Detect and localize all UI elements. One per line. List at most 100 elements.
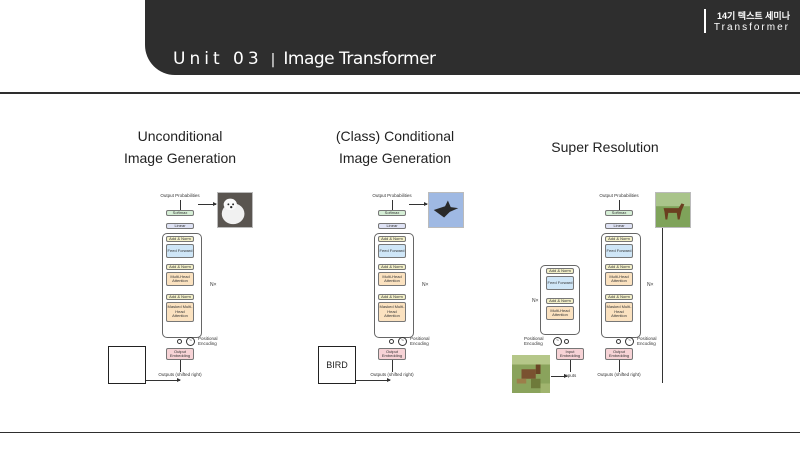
top-divider (0, 92, 800, 94)
header-band (145, 0, 800, 75)
positional-encoding-icon: ~ (553, 337, 562, 346)
output-probabilities-label: Output Probabilities (372, 193, 412, 198)
softmax-block: Softmax (605, 210, 633, 216)
add-norm-block: Add & Norm (166, 264, 194, 270)
add-circle-icon (616, 339, 621, 344)
nx-label: N× (422, 282, 429, 288)
positional-encoding-label: Positional Encoding (524, 336, 544, 346)
col3-decoder-diagram: Output Probabilities Softmax Linear Add … (595, 190, 675, 390)
add-norm-block: Add & Norm (378, 294, 406, 300)
softmax-block: Softmax (166, 210, 194, 216)
linear-block: Linear (166, 223, 194, 229)
add-norm-block: Add & Norm (166, 294, 194, 300)
col1-title-line1: Unconditional (137, 128, 223, 144)
class-label-text: BIRD (326, 360, 348, 370)
multi-head-attention-block: Multi-Head Attention (378, 272, 406, 286)
add-norm-block: Add & Norm (378, 264, 406, 270)
horse-image (655, 192, 691, 228)
col3-title: Super Resolution (535, 136, 675, 158)
add-norm-block: Add & Norm (166, 236, 194, 242)
title-separator: | (270, 52, 276, 68)
connector-line (392, 360, 393, 372)
add-circle-icon (564, 339, 569, 344)
input-embedding-block: Input Embedding (556, 348, 584, 360)
col2-title-line1: (Class) Conditional (335, 128, 455, 144)
outputs-label: Outputs (shifted right) (158, 372, 202, 377)
positional-encoding-label: Positional Encoding (410, 336, 430, 346)
page-title: Unit 03 | Image Transformer (173, 49, 436, 69)
col3-title-line1: Super Resolution (551, 139, 659, 155)
positional-encoding-icon: ~ (625, 337, 634, 346)
multi-head-attention-block: Multi-Head Attention (166, 272, 194, 286)
col3-encoder-diagram: Add & Norm Feed Forward Add & Norm Multi… (524, 250, 600, 390)
connector-line (619, 360, 620, 372)
input-arrow (356, 378, 391, 382)
linear-block: Linear (605, 223, 633, 229)
feed-forward-block: Feed Forward (605, 244, 633, 258)
positional-encoding-icon: ~ (398, 337, 407, 346)
decoder-stack (374, 233, 414, 338)
output-probabilities-label: Output Probabilities (599, 193, 639, 198)
horse-output-line (662, 228, 663, 383)
positional-encoding-label: Positional Encoding (198, 336, 218, 346)
outputs-label: Outputs (shifted right) (597, 372, 641, 377)
linear-block: Linear (378, 223, 406, 229)
add-norm-block: Add & Norm (605, 264, 633, 270)
nx-label: N× (532, 298, 539, 304)
bird-image (428, 192, 464, 228)
output-probabilities-label: Output Probabilities (160, 193, 200, 198)
output-embedding-block: Output Embedding (605, 348, 633, 360)
multi-head-attention-block: Multi-Head Attention (546, 306, 574, 320)
col2-title-line2: Image Generation (338, 150, 452, 166)
low-res-horse-image (512, 355, 550, 393)
masked-attention-block: Masked Multi-Head Attention (378, 302, 406, 322)
connector-line (180, 200, 181, 210)
seminar-label: 14기 텍스트 세미나 Transformer (703, 9, 790, 33)
add-norm-block: Add & Norm (605, 294, 633, 300)
feed-forward-block: Feed Forward (166, 244, 194, 258)
puppy-image (217, 192, 253, 228)
empty-input-box (108, 346, 146, 384)
add-norm-block: Add & Norm (546, 298, 574, 304)
output-embedding-block: Output Embedding (378, 348, 406, 360)
unit-number: Unit 03 (173, 49, 263, 69)
add-circle-icon (177, 339, 182, 344)
nx-label: N× (210, 282, 217, 288)
multi-head-attention-block: Multi-Head Attention (605, 272, 633, 286)
feed-forward-block: Feed Forward (546, 276, 574, 290)
connector-line (180, 360, 181, 372)
output-arrow (198, 202, 217, 206)
col1-title-line2: Image Generation (123, 150, 237, 166)
inputs-label: Inputs (564, 373, 577, 378)
decoder-stack (601, 233, 641, 338)
unit-name: Image Transformer (283, 49, 436, 69)
seminar-korean: 14기 텍스트 세미나 (717, 11, 790, 21)
connector-line (392, 200, 393, 210)
masked-attention-block: Masked Multi-Head Attention (166, 302, 194, 322)
col2-title: (Class) Conditional Image Generation (320, 125, 470, 169)
decoder-stack (162, 233, 202, 338)
positional-encoding-icon: ~ (186, 337, 195, 346)
masked-attention-block: Masked Multi-Head Attention (605, 302, 633, 322)
add-norm-block: Add & Norm (378, 236, 406, 242)
add-norm-block: Add & Norm (546, 268, 574, 274)
input-arrow (146, 378, 181, 382)
add-norm-block: Add & Norm (605, 236, 633, 242)
positional-encoding-label: Positional Encoding (637, 336, 657, 346)
seminar-english: Transformer (713, 22, 790, 33)
connector-line (570, 360, 571, 372)
output-arrow (409, 202, 428, 206)
nx-label: N× (647, 282, 654, 288)
col1-title: Unconditional Image Generation (110, 125, 250, 169)
encoder-stack (540, 265, 580, 335)
outputs-label: Outputs (shifted right) (370, 372, 414, 377)
feed-forward-block: Feed Forward (378, 244, 406, 258)
class-label-box: BIRD (318, 346, 356, 384)
col2-decoder-diagram: Output Probabilities Softmax Linear Add … (362, 190, 472, 390)
add-circle-icon (389, 339, 394, 344)
bottom-divider (0, 432, 800, 433)
softmax-block: Softmax (378, 210, 406, 216)
connector-line (619, 200, 620, 210)
col1-decoder-diagram: Output Probabilities Softmax Linear Add … (150, 190, 260, 390)
output-embedding-block: Output Embedding (166, 348, 194, 360)
